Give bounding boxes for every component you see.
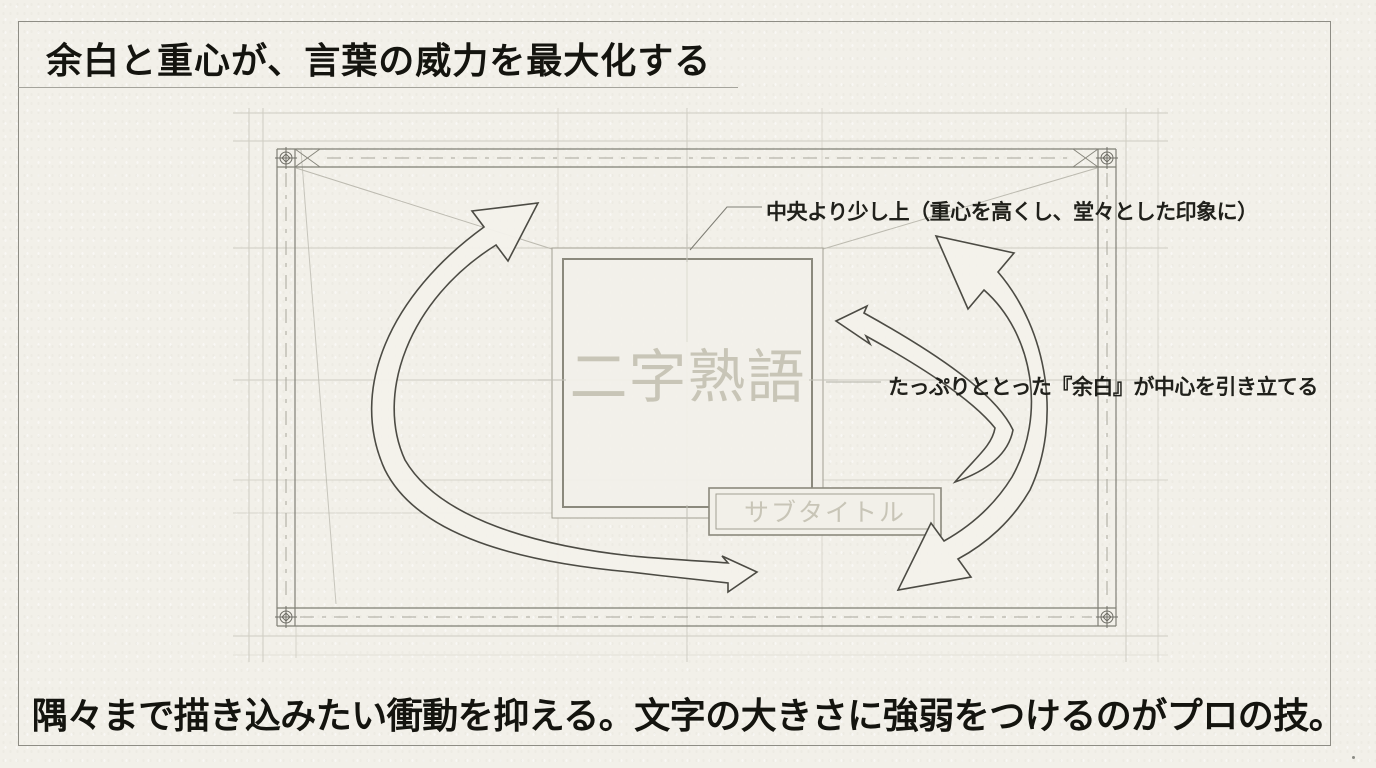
annotation-margin: たっぷりととった『余白』が中心を引き立てる [888, 376, 1318, 399]
main-text-box [551, 247, 824, 519]
main-placeholder-text: 二字熟語 [569, 345, 806, 410]
arrow-right-double-curve [896, 234, 1048, 592]
slide-footer: 隅々まで描き込みたい衝動を抑える。文字の大きさに強弱をつけるのがプロの技。 [31, 695, 1345, 736]
arrow-left-double-curve [370, 202, 759, 594]
annotation-center-position: 中央より少し上（重心を高くし、堂々とした印象に） [766, 201, 1258, 224]
subtitle-box [708, 487, 942, 536]
arrow-margin-to-center [834, 304, 1014, 484]
corner-x-cells [294, 148, 1099, 168]
registration-mark-bottom-left [275, 606, 297, 628]
registration-mark-bottom-right [1096, 606, 1118, 628]
registration-marks [275, 147, 1118, 628]
page-title: 余白と重心が、言葉の威力を最大化する [46, 40, 712, 81]
registration-mark-top-right [1096, 147, 1118, 169]
title-rule [18, 87, 738, 88]
frame-centerline-dashes [285, 157, 1108, 618]
construction-grid [233, 108, 1168, 662]
page-dot [1352, 756, 1355, 759]
leader-line-top-annotation [689, 206, 762, 251]
subtitle-placeholder-text: サブタイトル [743, 498, 906, 527]
frame [276, 148, 1117, 627]
arrows [370, 202, 1048, 594]
registration-mark-top-left [275, 147, 297, 169]
box-centerline-stubs [538, 234, 838, 532]
